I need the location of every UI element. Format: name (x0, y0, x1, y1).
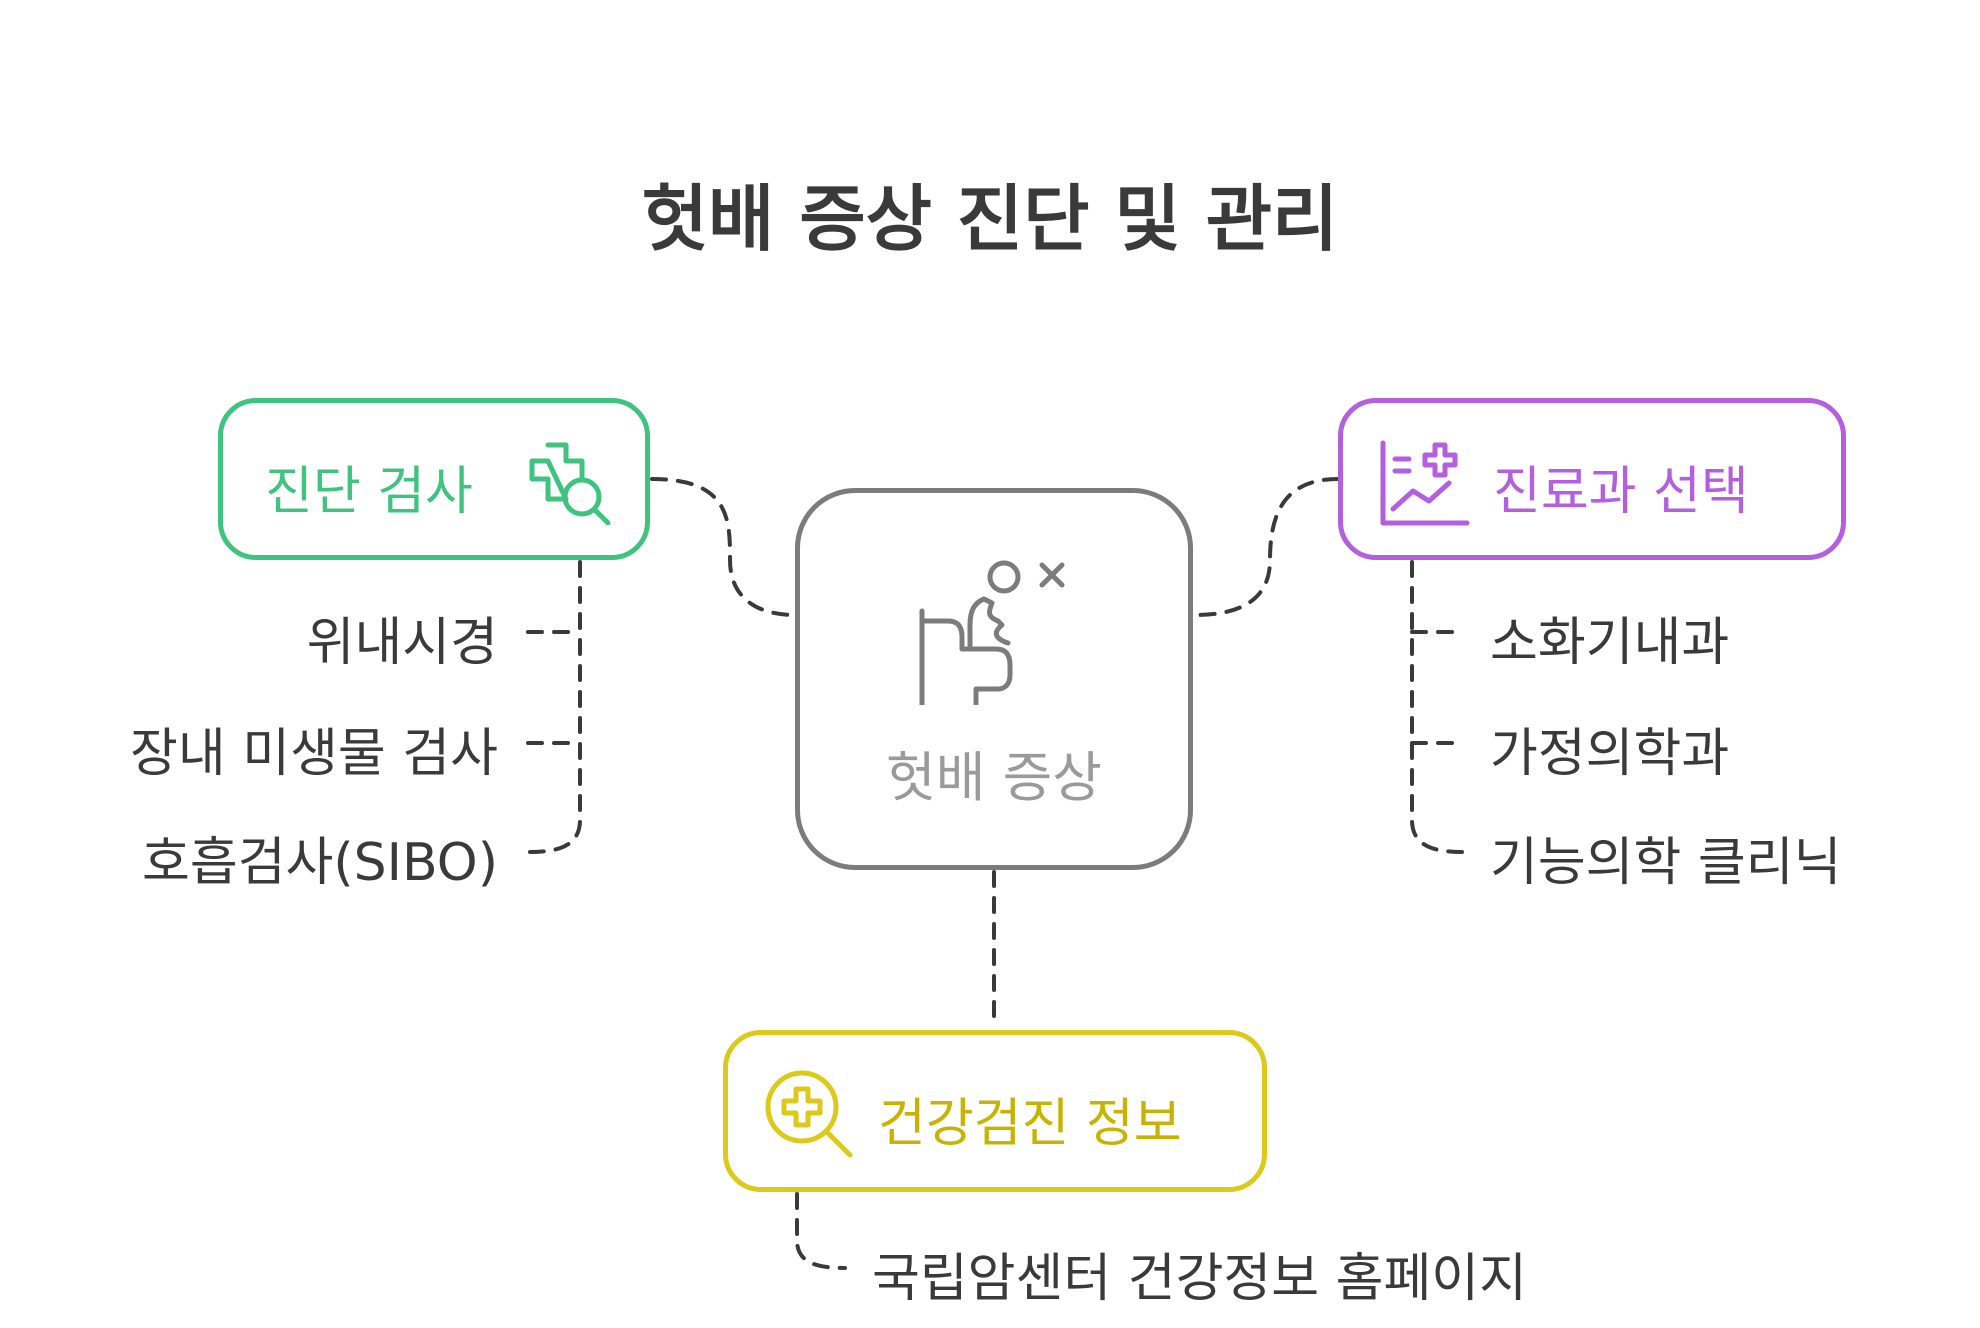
checkup-label: 건강검진 정보 (878, 1094, 1182, 1154)
connector-diagnosis-center (650, 477, 797, 617)
diagnosis-item-1: 위내시경 (306, 613, 498, 673)
connector-diagnosis-trunk (528, 560, 582, 854)
diagnosis-item-3: 호흡검사(SIBO) (142, 833, 498, 893)
connector-treatment-trunk (1410, 560, 1464, 854)
diagram-title: 헛배 증상 진단 및 관리 (641, 177, 1339, 261)
checkup-box: 건강검진 정보 (723, 1030, 1267, 1192)
center-box: 헛배 증상 (795, 488, 1193, 870)
medical-search-icon (529, 442, 611, 525)
connector-treatment-center (1193, 477, 1340, 617)
bloated-person-icon (919, 560, 1065, 705)
diagnosis-label: 진단 검사 (265, 462, 473, 522)
treatment-item-3: 기능의학 클리닉 (1490, 833, 1842, 893)
checkup-item-1: 국립암센터 건강정보 홈페이지 (872, 1249, 1527, 1309)
diagnosis-item-2: 장내 미생물 검사 (130, 724, 498, 784)
treatment-item-1: 소화기내과 (1490, 613, 1730, 673)
treatment-label: 진료과 선택 (1493, 462, 1749, 522)
treatment-item-2: 가정의학과 (1490, 724, 1730, 784)
treatment-box: 진료과 선택 (1338, 398, 1846, 560)
diagnosis-box: 진단 검사 (218, 398, 650, 560)
medical-chart-icon (1380, 440, 1470, 526)
center-label: 헛배 증상 (886, 746, 1102, 809)
connector-checkup-item (795, 1192, 847, 1270)
magnifier-plus-icon (765, 1070, 853, 1158)
